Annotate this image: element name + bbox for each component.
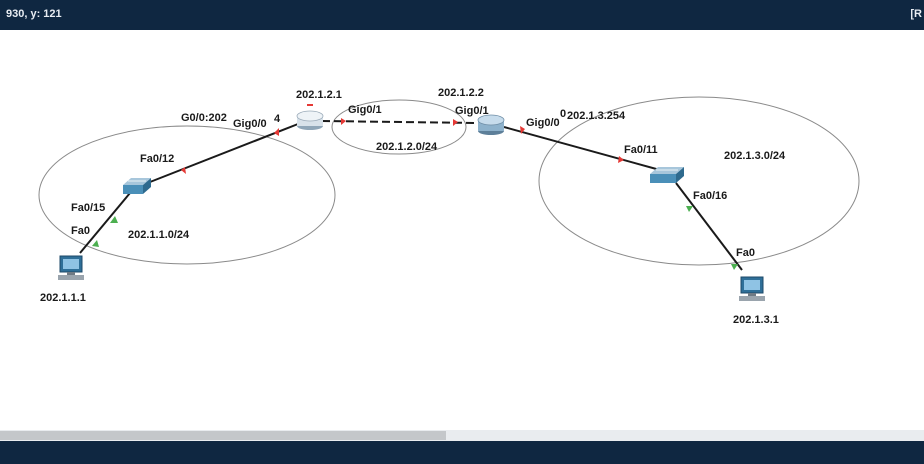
r2-gig0-0-partial-label: 0 bbox=[560, 108, 566, 120]
status-bar: 930, y: 121 [R bbox=[0, 0, 924, 30]
link-up-indicator bbox=[110, 216, 118, 223]
router-icon[interactable] bbox=[296, 104, 324, 130]
bottom-toolbar bbox=[0, 441, 924, 464]
r2-gig0-0-label: Gig0/0 bbox=[526, 117, 560, 129]
horizontal-scrollbar[interactable] bbox=[0, 430, 924, 441]
sw2-fa0-11-label: Fa0/11 bbox=[624, 144, 658, 156]
switch-icon[interactable] bbox=[650, 167, 684, 183]
cable-r2-sw2[interactable] bbox=[503, 126, 661, 171]
wan-area bbox=[331, 99, 467, 155]
r1-g0-0-address-label: G0/0:202 bbox=[181, 112, 227, 124]
switch-icon[interactable] bbox=[123, 178, 151, 194]
lan1-area bbox=[38, 125, 336, 265]
link-down-indicator bbox=[453, 119, 458, 126]
router-icon[interactable] bbox=[477, 114, 505, 135]
scrollbar-thumb[interactable] bbox=[0, 431, 446, 440]
r1-gig0-0-label: Gig0/0 bbox=[233, 118, 267, 130]
sw2-fa0-16-label: Fa0/16 bbox=[693, 190, 727, 202]
cable-sw1-r1[interactable] bbox=[149, 123, 299, 183]
wan-network-label: 202.1.2.0/24 bbox=[376, 141, 438, 153]
link-down-indicator bbox=[618, 156, 624, 163]
link-up-indicator bbox=[731, 264, 738, 270]
sw1-fa0-15-label: Fa0/15 bbox=[71, 202, 105, 214]
lan3-network-label: 202.1.3.0/24 bbox=[724, 150, 786, 162]
cursor-coordinates: 930, y: 121 bbox=[6, 8, 62, 20]
link-down-indicator bbox=[341, 118, 346, 125]
cable-sw2-pc2[interactable] bbox=[675, 182, 743, 271]
r1-gig0-1-label: Gig0/1 bbox=[348, 104, 382, 116]
link-down-indicator bbox=[520, 126, 525, 134]
pc-icon[interactable] bbox=[739, 276, 765, 301]
router1-ip-label: 202.1.2.1 bbox=[296, 89, 342, 101]
pc-icon[interactable] bbox=[58, 255, 84, 280]
pc2-ip-label: 202.1.3.1 bbox=[733, 314, 779, 326]
router2-ip-label: 202.1.2.2 bbox=[438, 87, 484, 99]
r2-gig0-1-label: Gig0/1 bbox=[455, 105, 489, 117]
link-up-indicator bbox=[92, 240, 99, 247]
topbar-right-label: [R bbox=[910, 8, 922, 20]
topology-canvas[interactable]: 202.1.2.1 202.1.2.2 G0/0:202 Gig0/0 4 Gi… bbox=[0, 30, 924, 430]
cable-pc1-sw1[interactable] bbox=[79, 192, 131, 254]
network-diagram: 202.1.2.1 202.1.2.2 G0/0:202 Gig0/0 4 Gi… bbox=[38, 87, 860, 326]
link-down-indicator bbox=[181, 167, 186, 174]
lan1-network-label: 202.1.1.0/24 bbox=[128, 229, 190, 241]
link-down-indicator bbox=[274, 128, 279, 136]
lan3-area bbox=[538, 96, 860, 266]
link-up-indicator bbox=[686, 206, 693, 212]
cable-r1-r2[interactable] bbox=[321, 120, 479, 124]
pc1-fa0-label: Fa0 bbox=[71, 225, 90, 237]
pc1-ip-label: 202.1.1.1 bbox=[40, 292, 86, 304]
sw1-fa0-12-label: Fa0/12 bbox=[140, 153, 174, 165]
pc2-fa0-label: Fa0 bbox=[736, 247, 755, 259]
r2-gig0-0-ip-label: 202.1.3.254 bbox=[567, 110, 626, 122]
r1-gig0-0-suffix-label: 4 bbox=[274, 113, 281, 125]
